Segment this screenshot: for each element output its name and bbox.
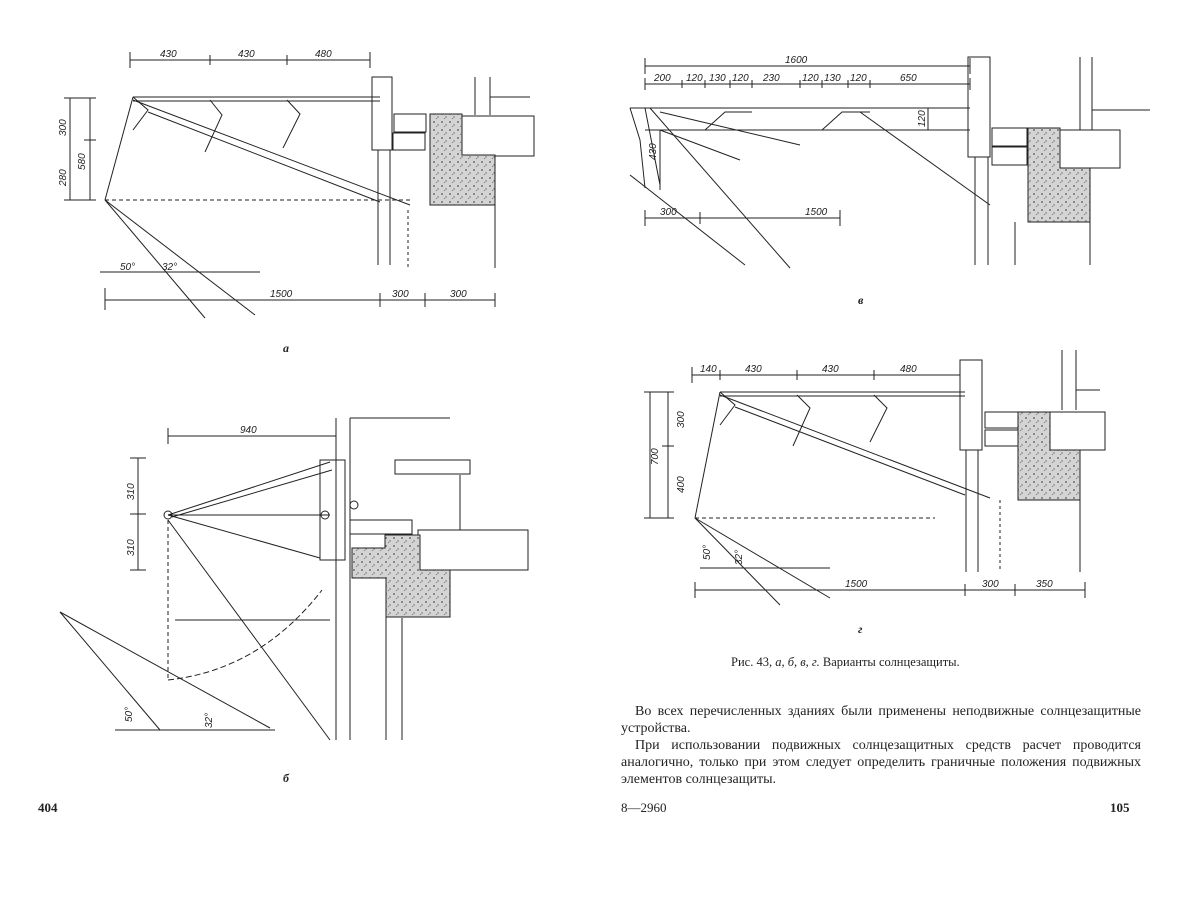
- dim-label: 130: [709, 73, 726, 84]
- dim-label: 700: [650, 448, 661, 465]
- angle-label: 50°: [120, 262, 135, 273]
- dim-label: 130: [824, 73, 841, 84]
- dim-label: 1500: [845, 579, 868, 590]
- dim-label: 120: [686, 73, 703, 84]
- figure-b: [59, 417, 529, 741]
- figure-letter: б: [283, 771, 290, 785]
- dim-label: 430: [822, 364, 839, 375]
- dim-label: 120: [802, 73, 819, 84]
- dim-label: 230: [762, 73, 780, 84]
- dim-label: 430: [160, 49, 177, 60]
- dim-label: 400: [676, 476, 687, 493]
- dim-label: 300: [392, 289, 409, 300]
- dim-label: 480: [315, 49, 332, 60]
- figure-g: [644, 350, 1106, 606]
- figure-v: [629, 56, 1150, 269]
- figure-caption: Рис. 43, а, б, в, г. Варианты солнцезащи…: [731, 655, 1071, 670]
- dim-label: 120: [850, 73, 867, 84]
- dim-label: 430: [238, 49, 255, 60]
- figure-a: [64, 52, 535, 319]
- figure-letter: в: [858, 293, 864, 307]
- dim-label: 580: [77, 153, 88, 170]
- angle-label: 32°: [734, 550, 745, 565]
- figure-a-labels: 430 430 480 300 580 280 50° 32° 1500 300…: [58, 49, 467, 355]
- angle-label: 50°: [702, 545, 713, 560]
- dim-label: 430: [745, 364, 762, 375]
- caption-label: Рис. 43,: [731, 655, 773, 669]
- angle-label: 50°: [124, 707, 135, 722]
- dim-label: 300: [982, 579, 999, 590]
- dim-label: 350: [1036, 579, 1053, 590]
- dim-label: 1500: [805, 207, 828, 218]
- angle-label: 32°: [204, 713, 215, 728]
- dim-label: 140: [700, 364, 717, 375]
- figure-letter: а: [283, 341, 289, 355]
- dim-label: 430: [648, 143, 659, 160]
- dim-label: 120: [732, 73, 749, 84]
- dim-label: 1600: [785, 55, 808, 66]
- dim-label: 280: [58, 169, 69, 187]
- paragraph: Во всех перечисленных зданиях были приме…: [621, 704, 1141, 736]
- paragraph: При использовании подвижных солнцезащитн…: [621, 738, 1141, 787]
- dim-label: 120: [917, 110, 928, 127]
- dim-label: 310: [126, 539, 137, 556]
- dim-label: 200: [653, 73, 671, 84]
- figure-b-labels: 940 310 310 50° 32° б: [124, 425, 290, 785]
- dim-label: 480: [900, 364, 917, 375]
- dim-label: 300: [450, 289, 467, 300]
- page-number-left: 404: [38, 800, 58, 815]
- angle-label: 32°: [162, 262, 177, 273]
- page-number-right: 105: [1110, 800, 1130, 815]
- signature-mark: 8—2960: [621, 800, 667, 815]
- dim-label: 650: [900, 73, 917, 84]
- dim-label: 300: [676, 411, 687, 428]
- figure-letter: г: [858, 622, 863, 636]
- caption-text: Варианты солнцезащиты.: [822, 655, 960, 669]
- dim-label: 310: [126, 483, 137, 500]
- dim-label: 300: [660, 207, 677, 218]
- dim-label: 940: [240, 425, 257, 436]
- figure-g-labels: 140 430 430 480 700 300 400 50° 32° 1500…: [650, 364, 1053, 636]
- caption-letters: а, б, в, г.: [775, 655, 820, 669]
- dim-label: 300: [58, 119, 69, 136]
- figure-v-labels: 1600 200 120 130 120 230 120 130 120 650…: [648, 55, 928, 307]
- body-text: Во всех перечисленных зданиях были приме…: [621, 703, 1141, 788]
- dim-label: 1500: [270, 289, 293, 300]
